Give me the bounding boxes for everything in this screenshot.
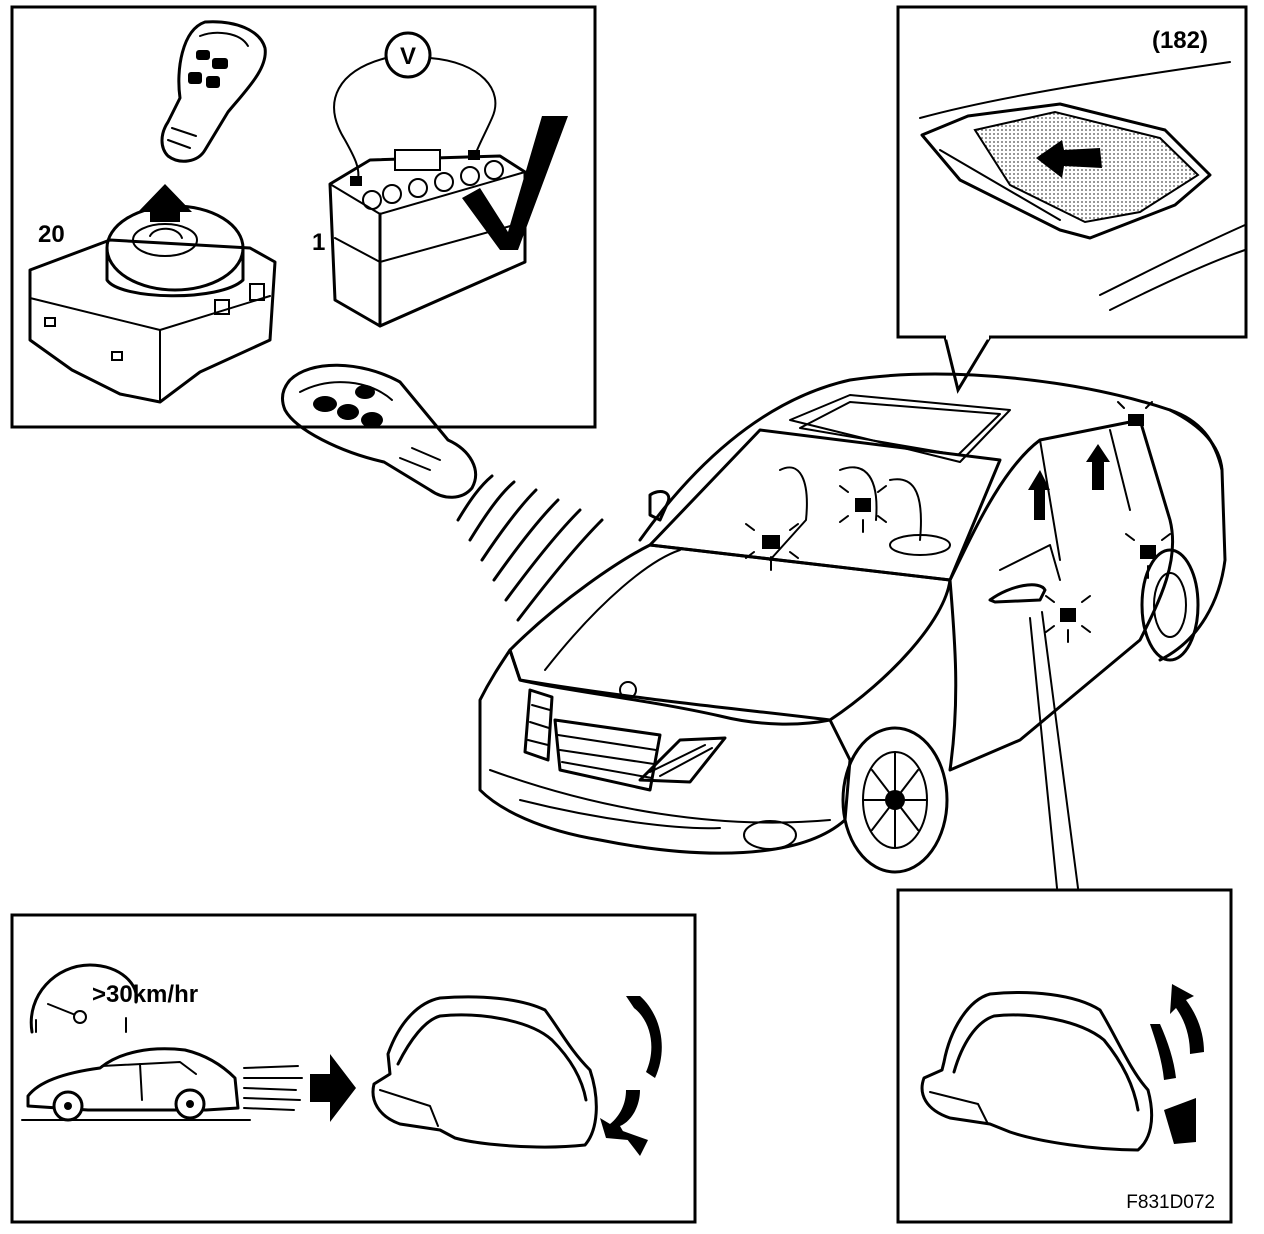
slide-arrow-icon — [1036, 140, 1102, 178]
speed-fold-panel-frame — [10, 913, 697, 1224]
window-up-arrow-icon — [1028, 470, 1050, 520]
signal-waves-icon — [456, 474, 604, 622]
flashing-indicator-icon — [1117, 401, 1153, 426]
key-fob-icon — [160, 20, 267, 163]
figure-code-label: F831D072 — [1126, 1192, 1215, 1213]
rotate-arrow-icon — [1150, 984, 1204, 1144]
small-car-icon — [21, 1047, 303, 1122]
mirror-unfold-panel-frame — [896, 888, 1233, 1224]
speed-condition-label: >30km/hr — [92, 981, 198, 1008]
flashing-indicator-icon — [745, 523, 799, 571]
window-up-arrow-icon — [1086, 444, 1110, 490]
voltmeter-symbol: V — [400, 43, 416, 70]
speed-fold-panel: >30km/hr — [10, 913, 697, 1224]
battery-icon — [328, 149, 527, 328]
sunroof-reference-label: (182) — [1152, 27, 1208, 54]
mirror-unfolded-icon — [920, 991, 1154, 1152]
mirror-unfold-panel: F831D072 — [896, 888, 1233, 1224]
mirror-callout-line — [1029, 617, 1058, 889]
check-mark-icon — [462, 116, 568, 250]
flashing-indicator-icon — [1045, 595, 1091, 643]
right-arrow-icon — [310, 1054, 356, 1122]
mirror-folded-icon — [371, 995, 598, 1149]
car-illustration — [478, 372, 1227, 874]
rotate-arrow-icon — [600, 996, 662, 1156]
key-battery-panel-frame — [10, 5, 597, 429]
flashing-indicator-icon — [1125, 533, 1171, 579]
speedometer-icon — [29, 963, 138, 1034]
key-battery-panel: 20 V 1 — [10, 5, 597, 429]
key-remote-icon — [281, 363, 478, 499]
battery-number-label: 1 — [312, 229, 325, 256]
sunroof-panel: (182) — [896, 5, 1248, 394]
mirror-callout-line — [1041, 611, 1079, 889]
sunroof-callout-pointer — [943, 335, 993, 394]
flashing-indicator-icon — [839, 485, 887, 533]
ignition-module-icon — [28, 184, 277, 404]
module-number-label: 20 — [38, 221, 65, 248]
